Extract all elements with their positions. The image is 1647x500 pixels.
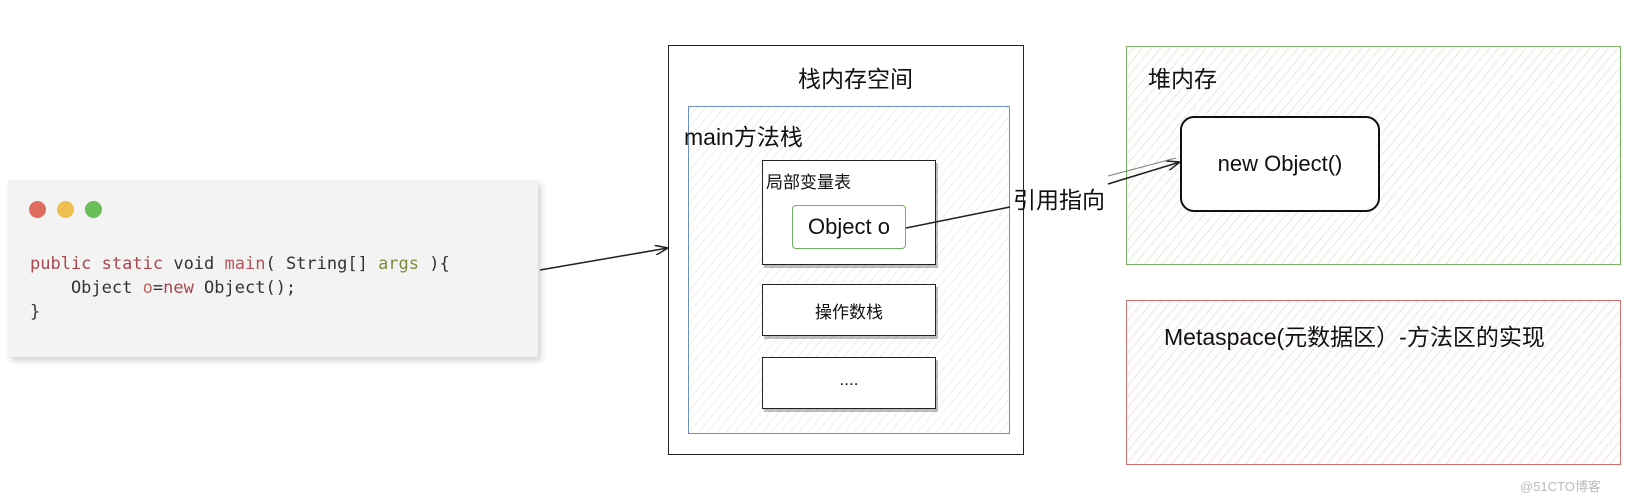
heap-title: 堆内存 <box>1148 66 1217 92</box>
more-frames-box <box>762 357 936 409</box>
heap-object: new Object() <box>1180 116 1380 212</box>
code-token: args <box>378 254 420 274</box>
code-block: public static void main( String[] args )… <box>30 252 450 324</box>
code-token: = <box>152 278 164 298</box>
reference-arrow-head <box>1107 162 1180 185</box>
operand-stack <box>762 284 936 336</box>
operand-stack-label: 操作数栈 <box>815 303 883 322</box>
code-token: new <box>163 278 194 298</box>
code-token: ( String[] <box>265 254 379 274</box>
code-token: ){ <box>419 254 450 274</box>
code-line: public static void main( String[] args )… <box>30 254 450 274</box>
more-frames-label: .... <box>839 370 859 389</box>
maximize-dot <box>85 201 102 218</box>
reference-label: 引用指向 <box>1013 187 1105 213</box>
stack-memory-title: 栈内存空间 <box>798 66 913 92</box>
watermark: @51CTO博客 <box>1520 479 1601 494</box>
main-frame-title: main方法栈 <box>684 124 803 150</box>
code-token: void <box>163 254 225 274</box>
object-reference: Object o <box>792 205 906 249</box>
code-token: Object <box>30 278 143 298</box>
code-token: public <box>30 254 92 274</box>
code-token: Object(); <box>193 278 297 298</box>
metaspace-title: Metaspace(元数据区）-方法区的实现 <box>1164 324 1545 350</box>
minimize-dot <box>57 201 74 218</box>
code-token: } <box>30 302 41 322</box>
reference-arrow <box>905 206 1011 229</box>
local-variable-table-title: 局部变量表 <box>766 173 851 192</box>
code-line: } <box>30 302 40 322</box>
metaspace-box <box>1126 300 1621 465</box>
code-to-stack-arrow <box>539 248 668 271</box>
code-token: o <box>142 278 153 298</box>
code-token: static <box>101 254 164 274</box>
code-token: main <box>224 254 266 274</box>
code-window: public static void main( String[] args )… <box>8 180 538 357</box>
close-dot <box>29 201 46 218</box>
code-line: Object o=new Object(); <box>30 278 296 298</box>
